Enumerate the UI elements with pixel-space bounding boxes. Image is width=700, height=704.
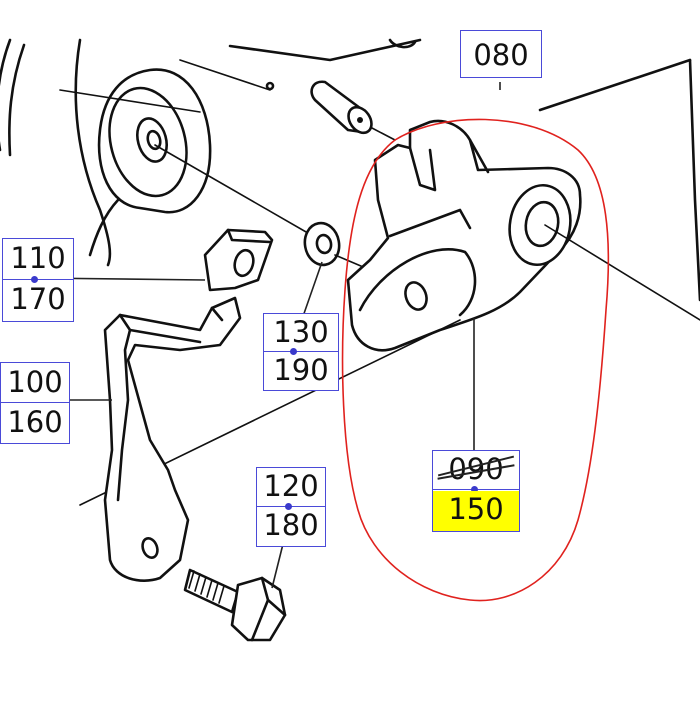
callout-130-190: 130 190 (263, 313, 339, 391)
wheel-rim-outer (0, 38, 12, 152)
callout-090-150-dot (471, 486, 478, 493)
belt-left-edge (74, 38, 112, 267)
callout-110-170: 110 170 (2, 238, 74, 322)
callout-100-160-divider (1, 402, 69, 403)
callout-120-180-upper: 120 (263, 469, 319, 503)
callout-100-160-upper: 100 (7, 365, 63, 399)
frame-right-edge (688, 58, 700, 302)
callout-130-190-lower: 190 (273, 353, 329, 387)
pivot-plate (346, 119, 582, 352)
pin-axis-line (371, 127, 396, 141)
frame-notch (388, 38, 417, 49)
callout-090-150-highlight (433, 491, 519, 531)
pin (310, 80, 373, 135)
callout-110-170-upper: 110 (10, 241, 66, 275)
bracket-block (203, 228, 274, 292)
pulley-axis-line (59, 89, 201, 113)
wheel-rim-inner (8, 43, 26, 157)
callout-090-150-lower: 150 (448, 492, 504, 526)
callout-120-180: 120 180 (256, 467, 326, 547)
callout-130-190-divider (264, 351, 338, 352)
callout-120-180-lower: 180 (263, 508, 319, 542)
callout-130-190-upper: 130 (273, 315, 329, 349)
callout-100-160-lower: 160 (7, 405, 63, 439)
callout-110-170-divider (3, 279, 73, 280)
plate-axis-line (544, 224, 700, 321)
callout-120-180-dot (285, 503, 292, 510)
callout-090-150: 090 150 (432, 450, 520, 532)
pulley-to-washer-line (154, 144, 321, 241)
pulley (97, 68, 212, 214)
callout-130-190-dot (290, 348, 297, 355)
callout-top: 080 (460, 30, 542, 78)
frame-hole (265, 81, 275, 91)
callout-110-170-dot (31, 276, 38, 283)
bolt (183, 568, 287, 642)
frame-line-2 (228, 38, 422, 62)
callout-100-160: 100 160 (0, 362, 70, 444)
highlight-circle (341, 118, 610, 602)
washer (303, 221, 341, 267)
frame-line-4 (538, 58, 692, 112)
callout-top-label: 080 (473, 38, 529, 72)
lever-arm (103, 296, 242, 582)
belt-lower-edge (88, 198, 120, 257)
frame-line-1 (179, 59, 271, 91)
callout-110-170-lower: 170 (10, 282, 66, 316)
